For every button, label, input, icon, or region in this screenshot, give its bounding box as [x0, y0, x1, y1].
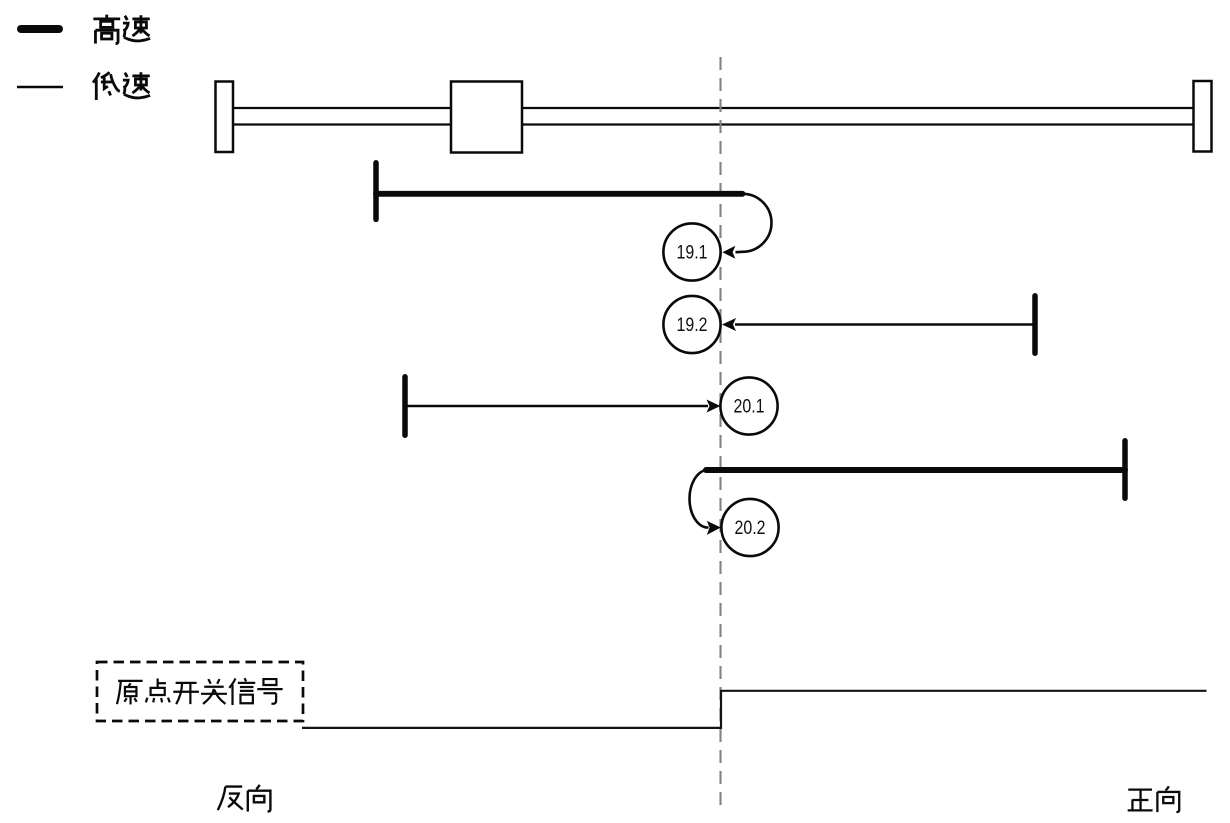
svg-text:20.2: 20.2 — [735, 518, 766, 539]
svg-text:19.2: 19.2 — [677, 315, 708, 336]
svg-text:20.1: 20.1 — [734, 397, 765, 418]
svg-text:19.1: 19.1 — [677, 243, 708, 264]
